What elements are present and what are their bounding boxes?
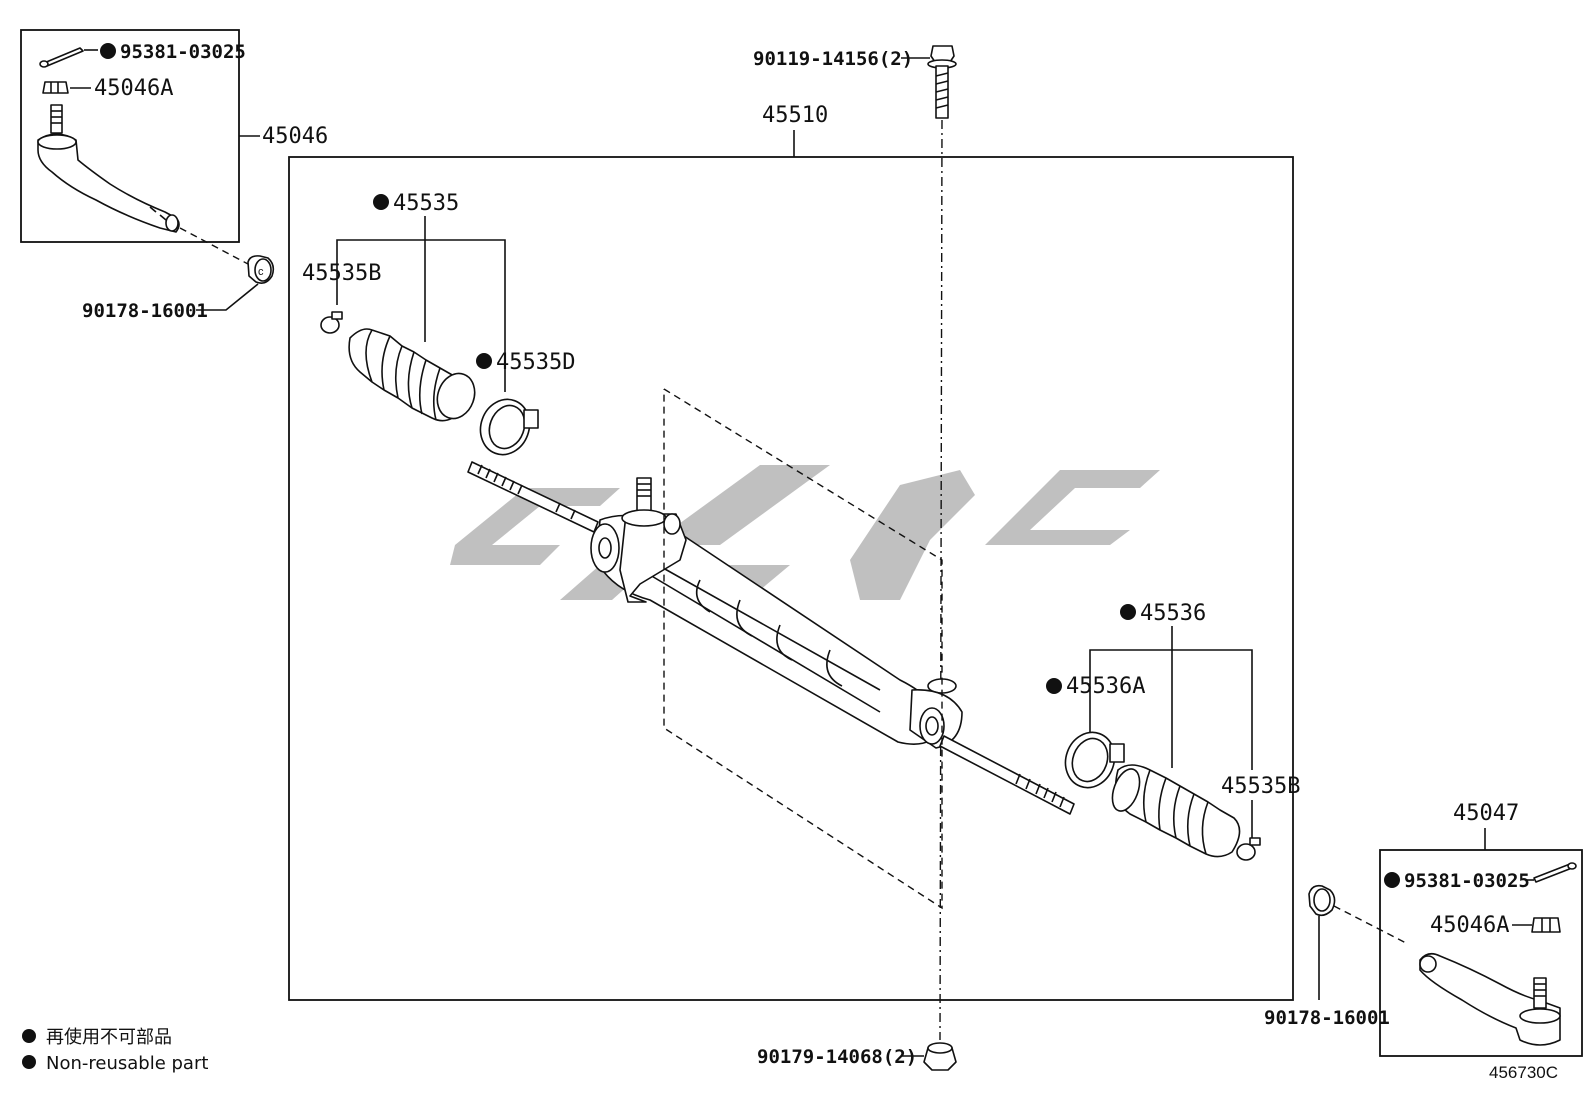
tie-rod-end-right-box: 95381-03025 45046A [1379,849,1583,1057]
clamp-left-small-icon [320,311,343,334]
label-rack-assembly: 45510 [762,103,828,128]
label-boot-kit-left: 45535 [393,191,459,216]
label-boot-kit-right: 45536 [1140,601,1206,626]
nut-bottom-icon [923,1042,957,1071]
non-reusable-dot [373,194,389,210]
label-nut-right: 45046A [1430,913,1509,938]
boot-right-icon [1111,764,1241,858]
cotter-pin-left-icon [39,47,98,68]
label-tie-rod-end-left: 45046 [262,124,328,149]
castle-nut-right-icon [1531,917,1561,933]
legend-text-en: Non-reusable part [46,1053,208,1074]
clamp-left-large-icon [479,398,539,456]
steering-rack-icon [467,461,1075,815]
label-clamp-right-small: 45535B [1221,774,1300,799]
legend-text-zh: 再使用不可部品 [46,1027,172,1048]
label-clamp-right-large: 45536A [1066,674,1145,699]
non-reusable-dot [1046,678,1062,694]
clamp-right-large-icon [1064,731,1125,789]
label-bolt-top: 90119-14156(2) [753,48,913,70]
label-nut-left: 45046A [94,76,173,101]
label-clamp-left-large: 45535D [496,350,575,375]
svg-text:c: c [258,266,264,278]
cotter-pin-right-icon [1533,862,1577,883]
label-bushing-right: 90178-16001 [1264,1007,1390,1029]
label-tie-rod-end-right: 45047 [1453,801,1519,826]
watermark-logo [450,465,1160,600]
non-reusable-dot [1384,872,1400,888]
rack-assembly-frame [288,156,1294,1001]
tie-rod-end-left-box: 95381-03025 45046A [20,29,246,243]
legend-dot [22,1029,36,1043]
tie-rod-end-right-icon [1419,952,1561,1046]
legend-dot [22,1055,36,1069]
tie-rod-end-left-icon [37,104,180,233]
label-nut-bottom: 90179-14068(2) [757,1046,917,1068]
non-reusable-dot [100,43,116,59]
label-bushing-left: 90178-16001 [82,300,208,322]
boot-left-icon [348,328,476,422]
non-reusable-dot [1120,604,1136,620]
bushing-left-icon: c [247,255,275,284]
legend: 再使用不可部品 Non-reusable part [22,1027,208,1074]
clamp-right-small-icon [1236,837,1261,861]
non-reusable-dot [476,353,492,369]
illustration-code: 456730C [1489,1063,1558,1082]
bolt-top-icon [927,45,957,119]
castle-nut-left-icon [42,81,69,94]
label-cotter-pin-right: 95381-03025 [1404,870,1530,892]
label-clamp-left-small: 45535B [302,261,381,286]
label-cotter-pin-left: 95381-03025 [120,41,246,63]
bushing-right-icon [1308,884,1336,917]
